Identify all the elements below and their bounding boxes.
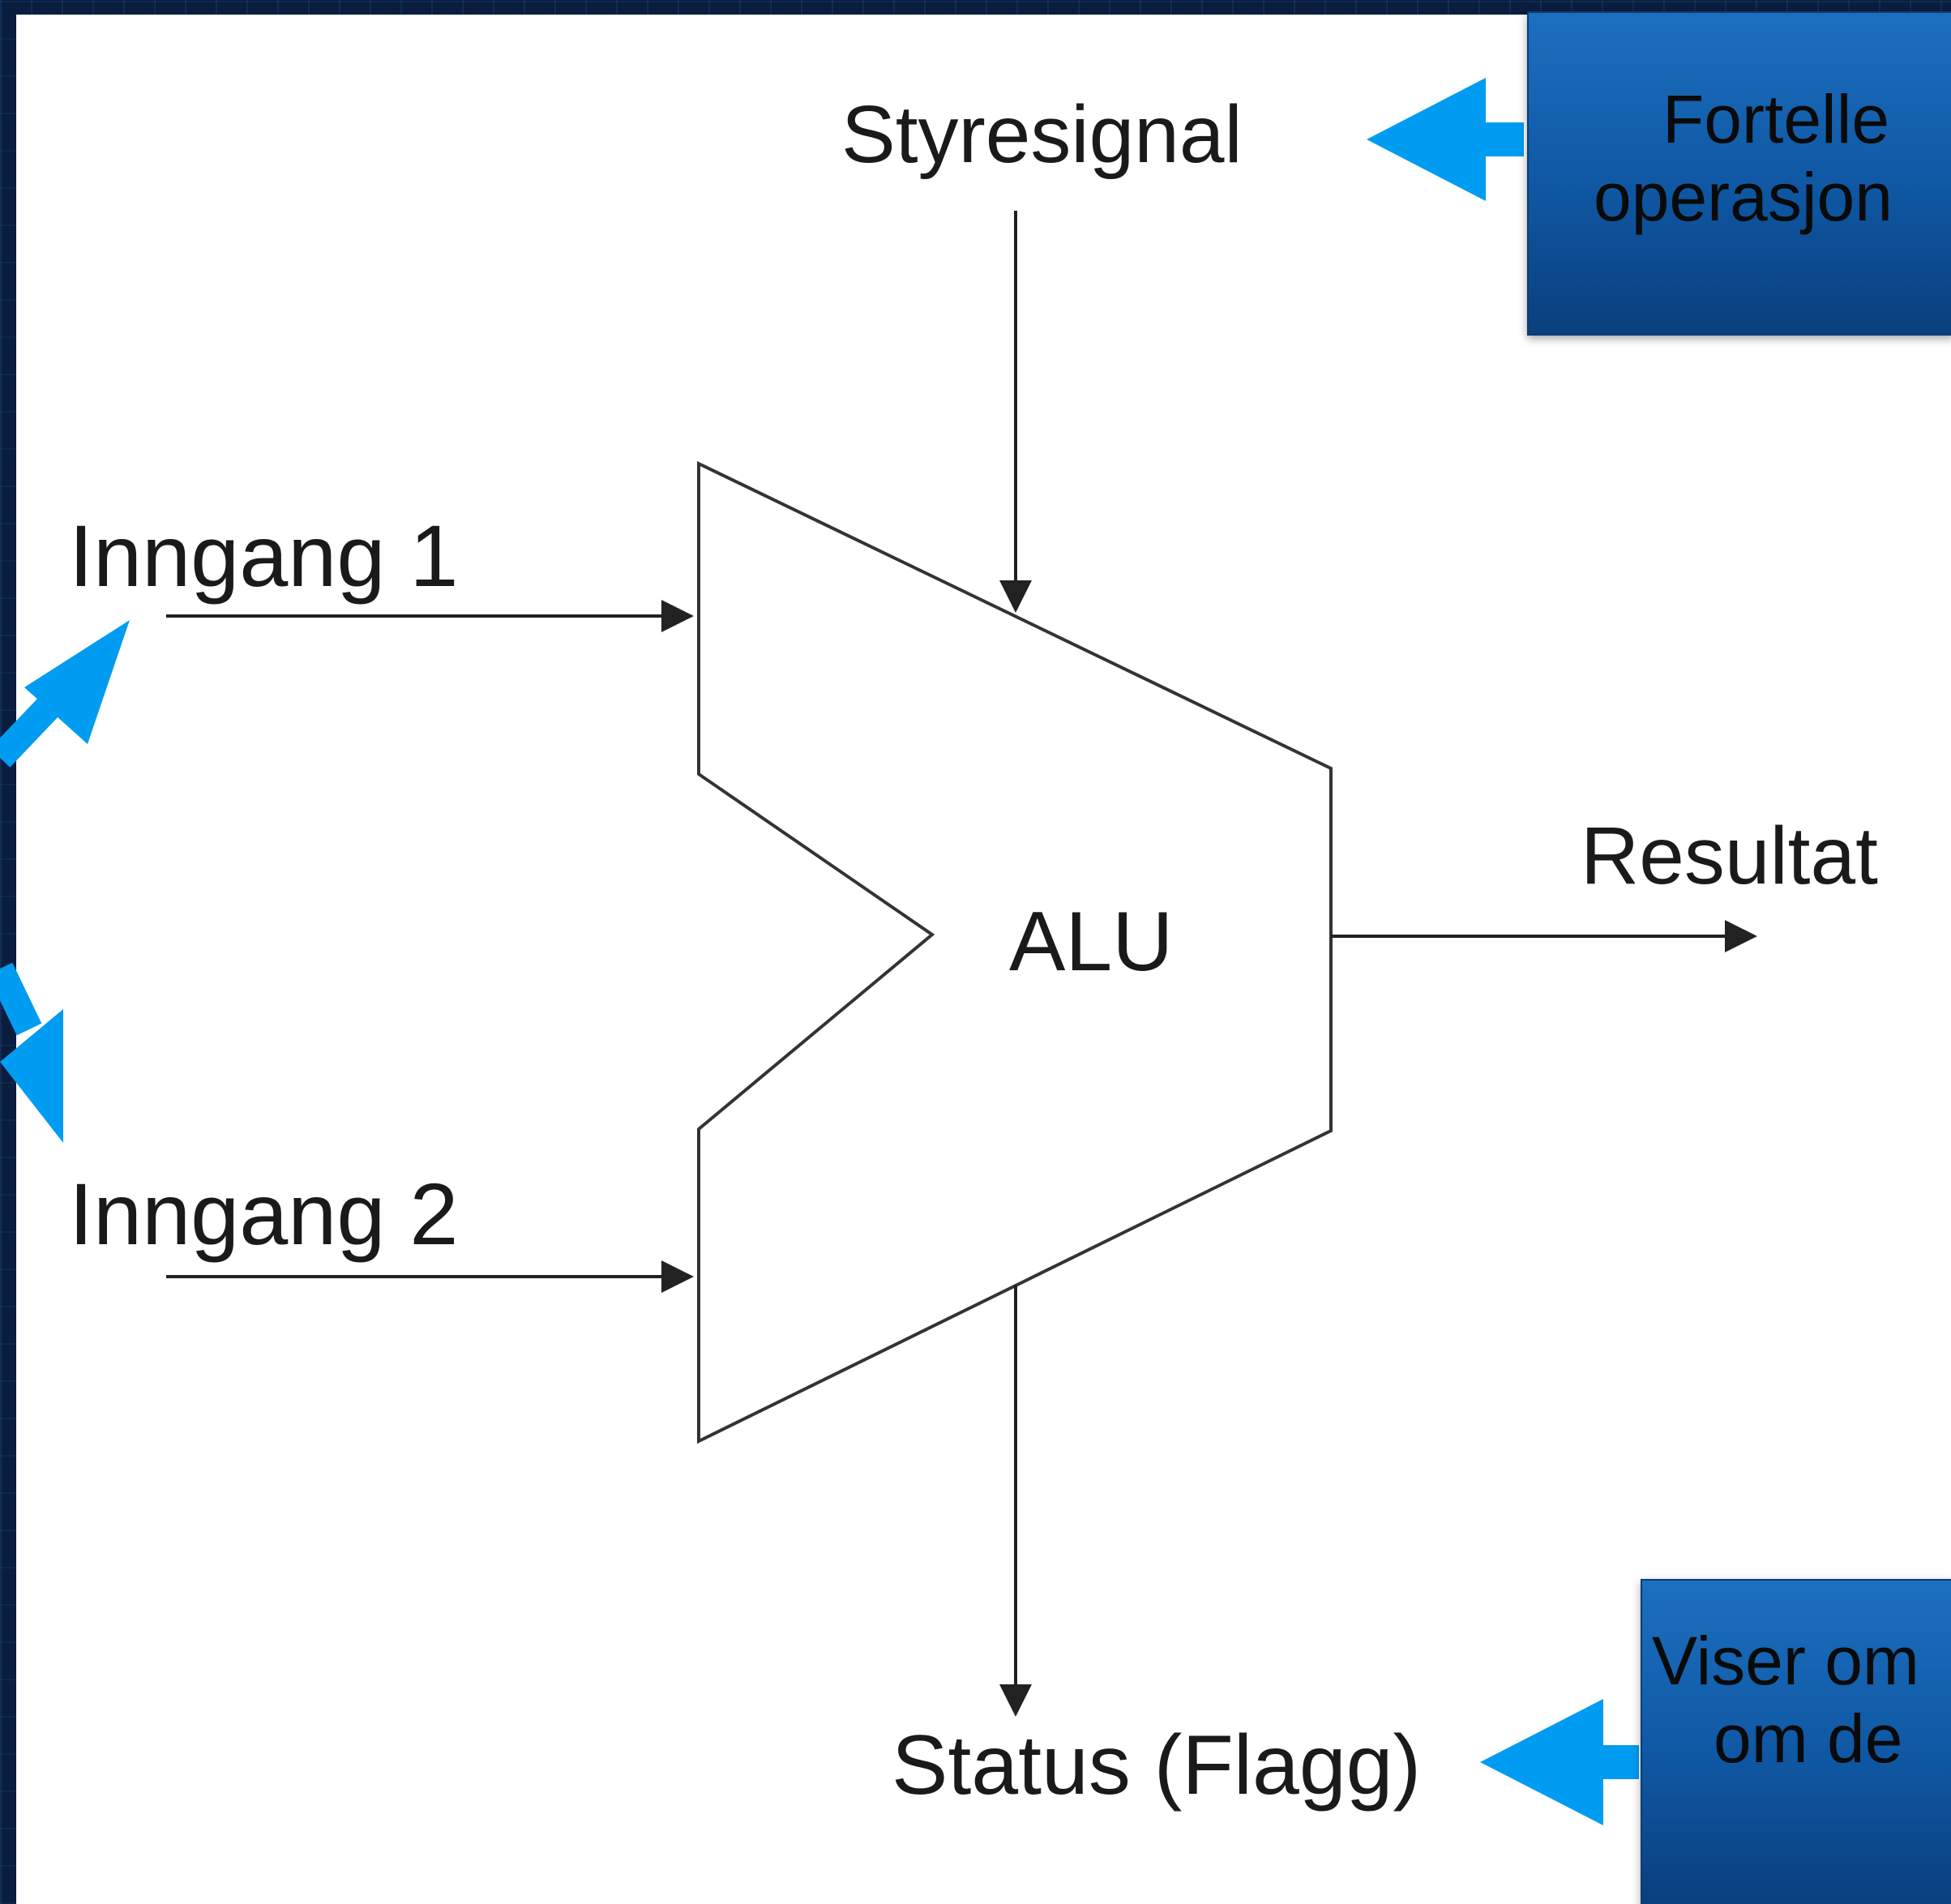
- callout-top-right: Fortelle operasjon: [1527, 11, 1951, 336]
- result-arrowhead: [1725, 920, 1757, 952]
- callout-bottom-right: Viser om om de: [1641, 1579, 1951, 1904]
- status-connector: [999, 1285, 1032, 1717]
- callout-bottom-right-line2: om de: [1714, 1701, 1903, 1777]
- input1-label: Inngang 1: [69, 507, 459, 605]
- annotation-arrow-status: [1480, 1699, 1639, 1825]
- alu-label: ALU: [1009, 895, 1174, 989]
- annotation-arrow-input2: [0, 962, 63, 1143]
- status-arrowhead: [999, 1684, 1032, 1717]
- control-signal-arrowhead: [999, 580, 1032, 613]
- control-signal-label: Styresignal: [841, 89, 1243, 180]
- callout-top-right-line1: Fortelle: [1662, 81, 1890, 157]
- input2-arrowhead: [661, 1260, 694, 1293]
- status-label: Status (Flagg): [892, 1718, 1422, 1812]
- input1-connector: [166, 600, 694, 632]
- input2-label: Inngang 2: [69, 1165, 459, 1263]
- result-label: Resultat: [1581, 811, 1878, 901]
- input2-connector: [166, 1260, 694, 1293]
- annotation-arrow-input1: [0, 620, 130, 768]
- callout-top-right-line2: operasjon: [1594, 159, 1893, 235]
- callout-bottom-right-line1: Viser om: [1652, 1623, 1919, 1699]
- control-signal-connector: [999, 211, 1032, 613]
- alu-shape: [697, 460, 1333, 1444]
- annotation-arrow-control: [1367, 78, 1524, 201]
- result-connector: [1331, 920, 1757, 952]
- input1-arrowhead: [661, 600, 694, 632]
